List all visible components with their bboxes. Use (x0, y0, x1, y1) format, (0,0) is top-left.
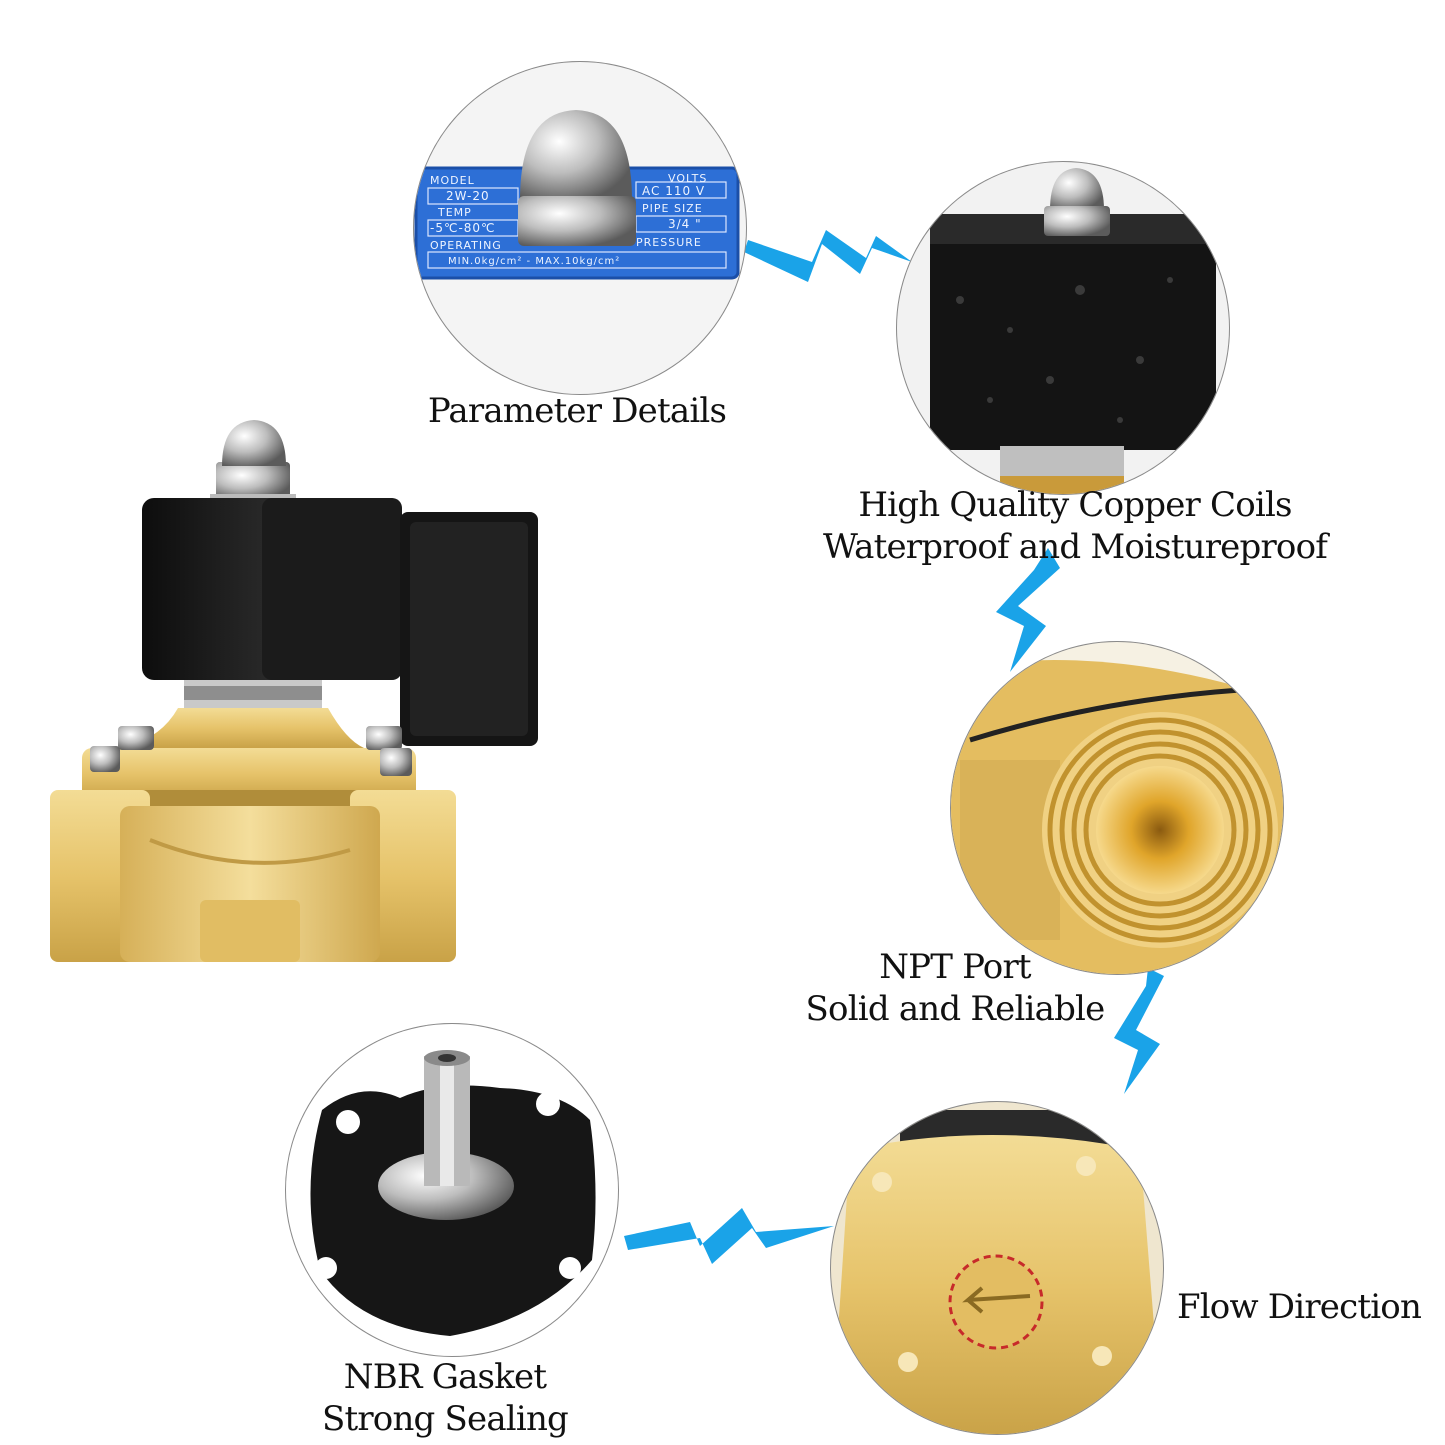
nameplate-pipe-label: PIPE SIZE (642, 202, 703, 215)
nameplate-model-value: 2W-20 (446, 189, 490, 203)
circle-parameter-details (413, 61, 747, 395)
label-copper-coils: High Quality Copper Coils Waterproof and… (800, 484, 1350, 568)
label-coil-line2: Waterproof and Moistureproof (822, 527, 1328, 567)
label-npt-port: NPT Port Solid and Reliable (770, 946, 1140, 1030)
nameplate-pressure-label: PRESSURE (636, 236, 702, 249)
lightning-bolt-3 (1114, 968, 1164, 1094)
label-nbr-gasket: NBR Gasket Strong Sealing (290, 1356, 600, 1440)
nameplate: MODEL 2W-20 TEMP -5℃-80℃ OPERATING VOLTS… (416, 168, 738, 278)
nameplate-operating-label: OPERATING (430, 239, 502, 252)
nameplate-temp-label: TEMP (438, 206, 472, 219)
circle-copper-coils (896, 161, 1230, 495)
label-coil-line1: High Quality Copper Coils (858, 485, 1292, 525)
label-flow-direction: Flow Direction (1168, 1286, 1430, 1328)
label-npt-line1: NPT Port (879, 947, 1031, 987)
label-nbr-line2: Strong Sealing (321, 1399, 569, 1439)
label-nbr-line1: NBR Gasket (343, 1357, 547, 1397)
circle-nbr-gasket (285, 1023, 619, 1357)
label-flow-text: Flow Direction (1176, 1287, 1422, 1327)
lightning-bolt-1 (744, 230, 912, 282)
nameplate-pipe-value: 3/4 " (668, 217, 702, 231)
circle-flow-direction (830, 1101, 1164, 1435)
circle-npt-port (950, 641, 1284, 975)
label-parameter-text: Parameter Details (427, 391, 727, 431)
lightning-bolt-4 (624, 1208, 834, 1264)
solenoid-valve-photo (50, 420, 538, 962)
nameplate-temp-value: -5℃-80℃ (430, 221, 496, 235)
nameplate-model-label: MODEL (430, 174, 475, 187)
nameplate-volts-label: VOLTS (668, 172, 708, 185)
lightning-connectors (624, 230, 1164, 1264)
nameplate-range-value: MIN.0kg/cm² - MAX.10kg/cm² (448, 256, 621, 267)
label-npt-line2: Solid and Reliable (805, 989, 1106, 1029)
nameplate-volts-value: AC 110 V (642, 184, 706, 198)
lightning-bolt-2 (996, 548, 1060, 672)
label-parameter-details: Parameter Details (412, 390, 742, 432)
